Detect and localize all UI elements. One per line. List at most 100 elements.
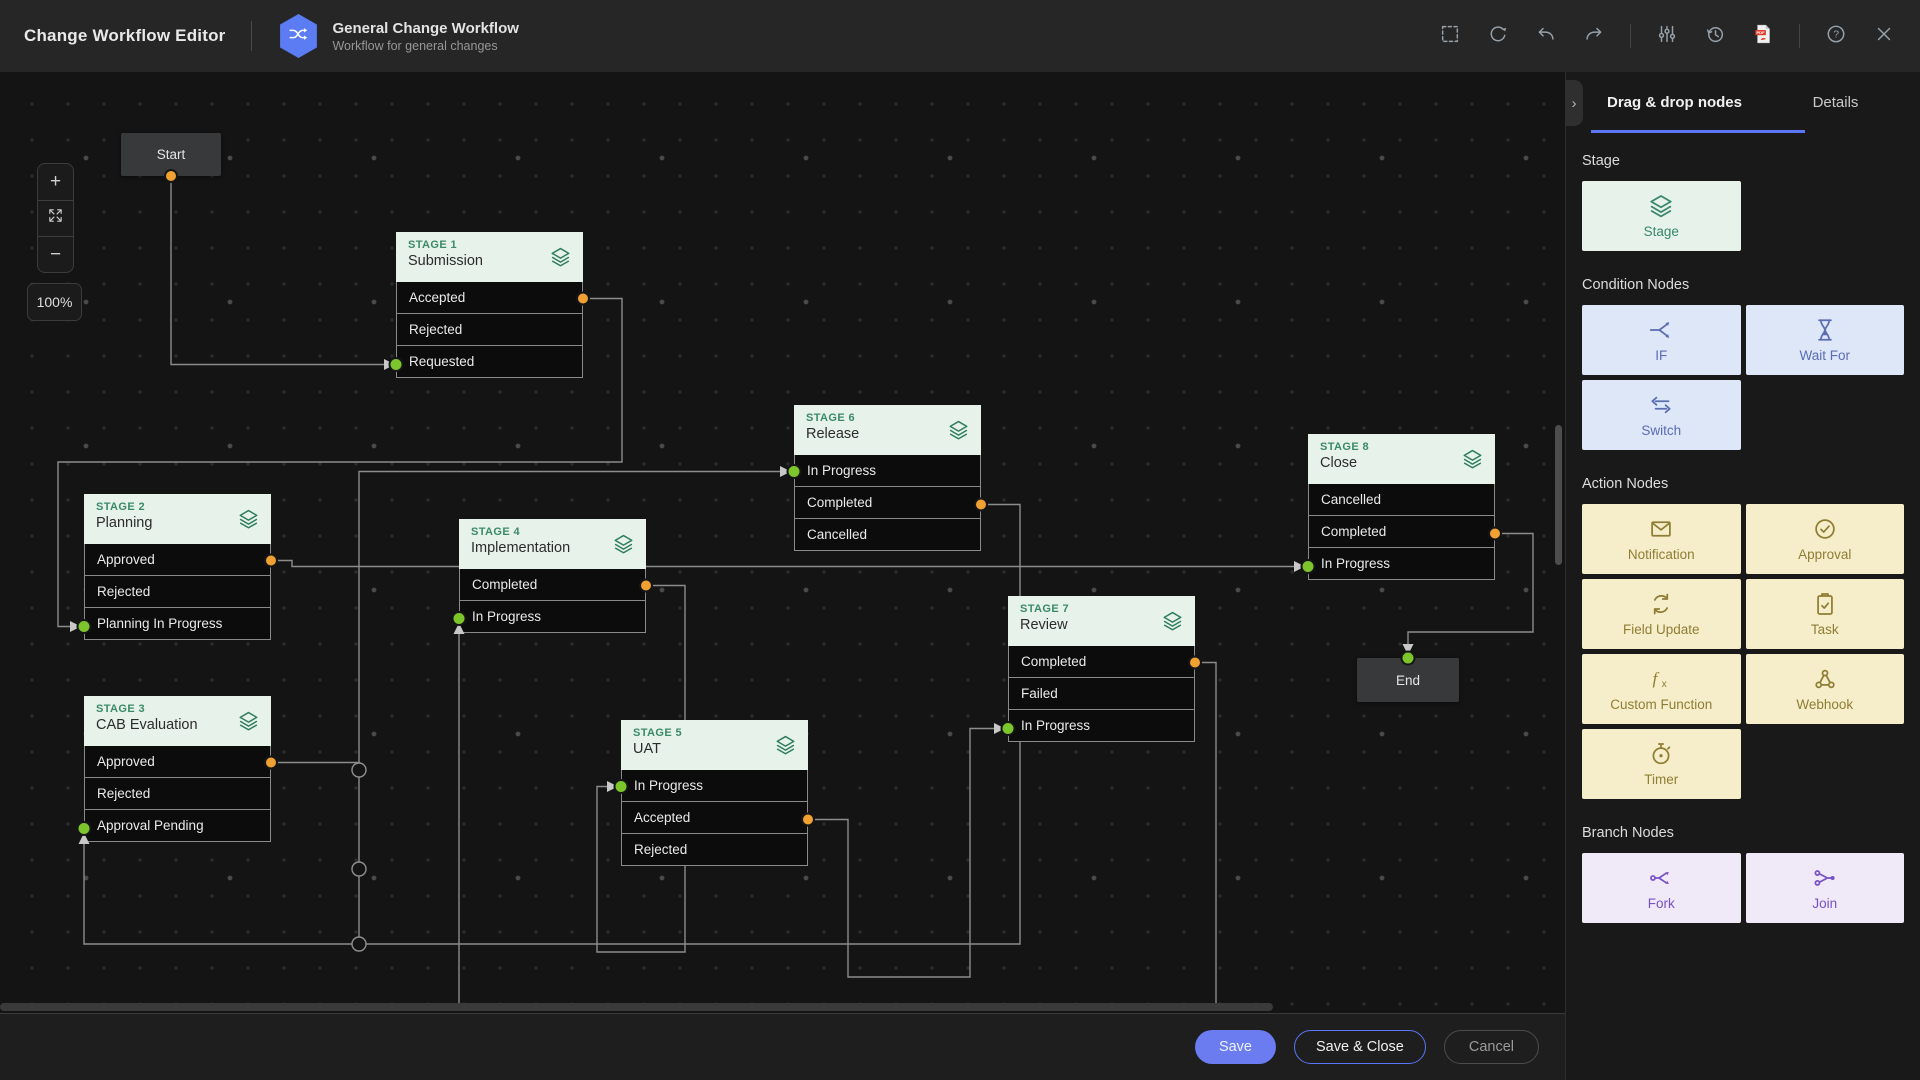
stage-status-row[interactable]: Planning In Progress [84, 607, 271, 640]
sidebar-collapse-button[interactable]: › [1565, 80, 1583, 126]
pdf-export-icon: PDF [1752, 23, 1774, 50]
stage-status-row[interactable]: Rejected [396, 313, 583, 346]
stage8-node[interactable]: STAGE 8CloseCancelledCompletedIn Progres… [1308, 434, 1495, 580]
node-tile-webhook[interactable]: Webhook [1746, 654, 1905, 724]
node-tile-task[interactable]: Task [1746, 579, 1905, 649]
app-title: Change Workflow Editor [24, 26, 225, 46]
stage5-node[interactable]: STAGE 5UATIn ProgressAcceptedRejected [621, 720, 808, 866]
stage-status-row[interactable]: Failed [1008, 677, 1195, 710]
marquee-select-button[interactable] [1438, 24, 1462, 48]
input-port[interactable] [390, 358, 403, 371]
help-button[interactable]: ? [1824, 24, 1848, 48]
stage7-node[interactable]: STAGE 7ReviewCompletedFailedIn Progress [1008, 596, 1195, 742]
stage-status-row[interactable]: Accepted [621, 801, 808, 834]
stage1-node[interactable]: STAGE 1SubmissionAcceptedRejectedRequest… [396, 232, 583, 378]
redo-button[interactable] [1582, 24, 1606, 48]
layers-icon [1648, 193, 1674, 219]
canvas-horizontal-scrollbar[interactable] [0, 1003, 1273, 1011]
stage-status-row[interactable]: Cancelled [794, 518, 981, 551]
stage-status-row[interactable]: Requested [396, 345, 583, 378]
tab-drag-drop-nodes[interactable]: Drag & drop nodes [1582, 72, 1767, 133]
workflow-canvas[interactable]: StartEndSTAGE 1SubmissionAcceptedRejecte… [0, 72, 1565, 1013]
node-tile-approval[interactable]: Approval [1746, 504, 1905, 574]
output-port[interactable] [975, 499, 987, 511]
refresh-button[interactable] [1486, 24, 1510, 48]
stage2-node[interactable]: STAGE 2PlanningApprovedRejectedPlanning … [84, 494, 271, 640]
cancel-button[interactable]: Cancel [1444, 1030, 1539, 1064]
input-port[interactable] [78, 620, 91, 633]
node-tile-fork[interactable]: Fork [1582, 853, 1741, 923]
stage6-node[interactable]: STAGE 6ReleaseIn ProgressCompletedCancel… [794, 405, 981, 551]
stage-status-row[interactable]: Rejected [84, 575, 271, 608]
node-tile-stage[interactable]: Stage [1582, 181, 1741, 251]
stage-status-row[interactable]: In Progress [794, 454, 981, 487]
task-icon [1812, 591, 1838, 617]
node-tile-join[interactable]: Join [1746, 853, 1905, 923]
node-tile-field-update[interactable]: Field Update [1582, 579, 1741, 649]
stage-status-row[interactable]: Approved [84, 543, 271, 576]
node-tile-wait-for[interactable]: Wait For [1746, 305, 1905, 375]
node-tile-label: Notification [1628, 547, 1695, 562]
node-tile-label: Approval [1798, 547, 1851, 562]
output-port[interactable] [265, 757, 277, 769]
stage-status-row[interactable]: Completed [794, 486, 981, 519]
fit-to-screen-button[interactable] [38, 200, 73, 236]
expand-icon [47, 207, 64, 230]
stage-status-row[interactable]: In Progress [621, 769, 808, 802]
stage3-node[interactable]: STAGE 3CAB EvaluationApprovedRejectedApp… [84, 696, 271, 842]
node-tile-switch[interactable]: Switch [1582, 380, 1741, 450]
stage-status-row[interactable]: In Progress [459, 600, 646, 633]
input-port[interactable] [1002, 722, 1015, 735]
stage-node-header: STAGE 1Submission [396, 232, 583, 282]
node-tile-custom-function[interactable]: fxCustom Function [1582, 654, 1741, 724]
edge-waypoint-handle[interactable] [352, 937, 366, 951]
input-port[interactable] [78, 822, 91, 835]
stage-status-row[interactable]: Rejected [84, 777, 271, 810]
node-tile-timer[interactable]: Timer [1582, 729, 1741, 799]
node-tile-label: Webhook [1796, 697, 1853, 712]
header-divider [251, 21, 252, 51]
edge-waypoint-handle[interactable] [352, 763, 366, 777]
node-tile-if[interactable]: IF [1582, 305, 1741, 375]
input-port[interactable] [1402, 652, 1415, 665]
input-port[interactable] [615, 780, 628, 793]
stage4-node[interactable]: STAGE 4ImplementationCompletedIn Progres… [459, 519, 646, 633]
output-port[interactable] [1189, 657, 1201, 669]
close-button[interactable] [1872, 24, 1896, 48]
stage-status-row[interactable]: Approval Pending [84, 809, 271, 842]
output-port[interactable] [265, 555, 277, 567]
workflow-subtitle: Workflow for general changes [332, 39, 518, 53]
redo-icon [1583, 23, 1605, 50]
stage-status-row[interactable]: Cancelled [1308, 483, 1495, 516]
history-button[interactable] [1703, 24, 1727, 48]
stage-status-row[interactable]: Completed [1008, 645, 1195, 678]
stage-status-row[interactable]: Approved [84, 745, 271, 778]
stage-status-row[interactable]: In Progress [1308, 547, 1495, 580]
output-port[interactable] [640, 580, 652, 592]
save-button[interactable]: Save [1195, 1030, 1276, 1064]
stage-status-row[interactable]: In Progress [1008, 709, 1195, 742]
stage-status-row[interactable]: Completed [1308, 515, 1495, 548]
input-port[interactable] [453, 612, 466, 625]
stage-status-row[interactable]: Completed [459, 568, 646, 601]
output-port[interactable] [577, 293, 589, 305]
zoom-out-button[interactable]: − [38, 236, 73, 272]
edge-waypoint-handle[interactable] [352, 862, 366, 876]
zoom-in-button[interactable]: + [38, 164, 73, 200]
undo-button[interactable] [1534, 24, 1558, 48]
chevron-right-icon: › [1572, 95, 1577, 112]
input-port[interactable] [1302, 560, 1315, 573]
filters-button[interactable] [1655, 24, 1679, 48]
tab-details[interactable]: Details [1767, 72, 1904, 133]
output-port[interactable] [1489, 528, 1501, 540]
save-and-close-button[interactable]: Save & Close [1294, 1030, 1426, 1064]
node-tile-notification[interactable]: Notification [1582, 504, 1741, 574]
stage-status-row[interactable]: Accepted [396, 281, 583, 314]
input-port[interactable] [788, 465, 801, 478]
stage-status-row[interactable]: Rejected [621, 833, 808, 866]
output-port[interactable] [165, 170, 177, 182]
canvas-vertical-scrollbar[interactable] [1555, 425, 1562, 565]
pdf-export-button[interactable]: PDF [1751, 24, 1775, 48]
layers-icon [1460, 448, 1485, 470]
output-port[interactable] [802, 814, 814, 826]
